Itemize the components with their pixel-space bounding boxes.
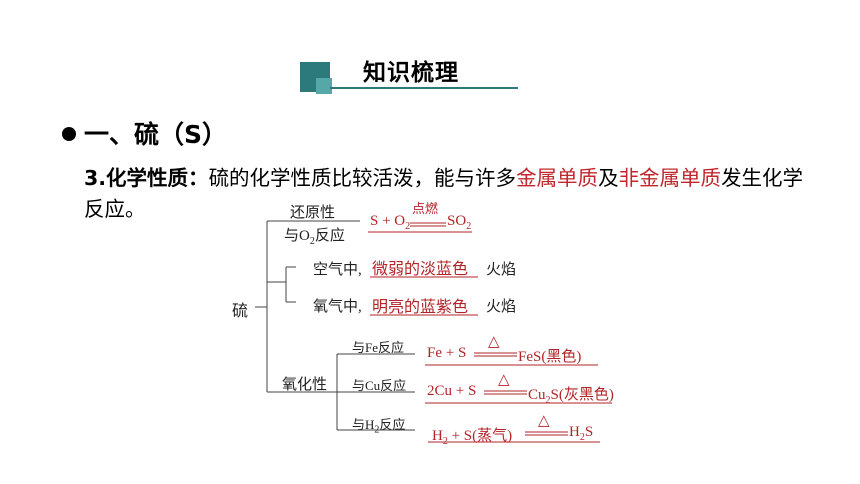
eq-sulfur-oxygen-left: S + O2 — [370, 213, 411, 232]
oxidizing-label: 氧化性 — [282, 377, 328, 393]
eq-cu-condition: △ — [498, 372, 510, 388]
fe-reaction-label: 与Fe反应 — [352, 340, 405, 355]
tree-root: 硫 — [232, 303, 249, 320]
eq-fe-right: FeS(黑色) — [518, 349, 582, 365]
air-answer: 微弱的淡蓝色 — [372, 259, 469, 278]
eq-cu-left: 2Cu + S — [427, 383, 477, 399]
eq-fe-left: Fe + S — [427, 345, 467, 361]
paragraph-text-1: 硫的化学性质比较活泼，能与许多 — [208, 166, 517, 190]
eq-condition-ignite: 点燃 — [412, 202, 439, 217]
air-label: 空气中, — [313, 262, 362, 278]
eq-h2-right: H2S — [569, 424, 594, 443]
page-title: 知识梳理 — [363, 60, 459, 86]
eq-h2-condition: △ — [538, 413, 550, 429]
highlight-metal: 金属单质 — [516, 166, 599, 190]
eq-h2-left: H2 + S(蒸气) — [432, 428, 513, 447]
paragraph: 3.化学性质：硫的化学性质比较活泼，能与许多金属单质及非金属单质发生化学反应。 — [84, 163, 804, 225]
bullet-icon — [62, 127, 76, 141]
h2-reaction-label: 与H2反应 — [352, 417, 406, 436]
paragraph-text-3: 发生化学反应。 — [84, 166, 804, 221]
air-suffix: 火焰 — [486, 262, 517, 278]
eq-sulfur-oxygen-right: SO2 — [447, 213, 472, 232]
eq-fe-condition: △ — [488, 334, 500, 350]
highlight-nonmetal: 非金属单质 — [618, 166, 722, 190]
header-underline — [330, 87, 518, 89]
header-square-light — [316, 78, 332, 94]
oxygen-label: 氧气中, — [313, 299, 362, 315]
paragraph-text-2: 及 — [598, 166, 619, 190]
o2-reaction-label: 与O2反应 — [284, 228, 345, 247]
eq-cu-right: Cu2S(灰黑色) — [528, 387, 614, 406]
oxygen-suffix: 火焰 — [486, 299, 517, 315]
oxygen-answer: 明亮的蓝紫色 — [372, 297, 469, 316]
cu-reaction-label: 与Cu反应 — [352, 378, 407, 393]
paragraph-label: 3.化学性质： — [84, 166, 209, 190]
reducing-label: 还原性 — [290, 205, 336, 221]
section-title: 一、硫（S） — [84, 120, 228, 149]
